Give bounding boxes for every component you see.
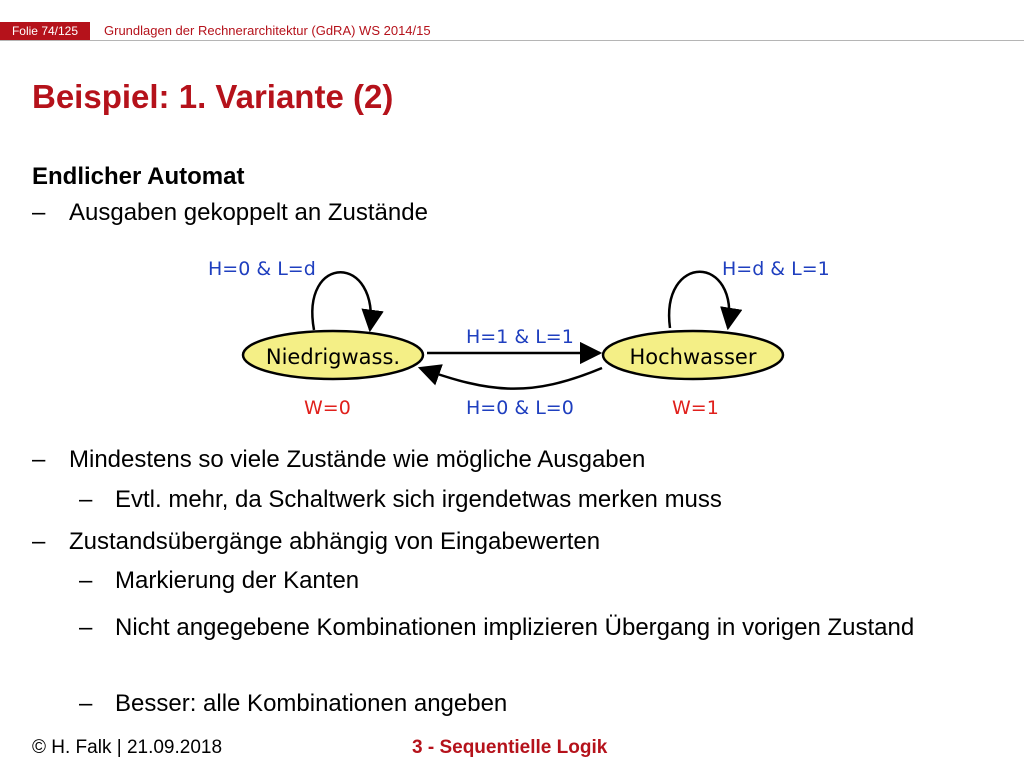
state-node-niedrigwass	[241, 329, 425, 381]
output-label-hoch: W=1	[672, 397, 719, 419]
bullet-text: Evtl. mehr, da Schaltwerk sich irgendetw…	[115, 486, 722, 513]
bullet-text: Zustandsübergänge abhängig von Eingabewe…	[69, 528, 601, 555]
bullet-text: Markierung der Kanten	[115, 567, 360, 594]
subheading: Endlicher Automat	[32, 163, 245, 190]
bullet-unspecified-combinations: – Nicht angegebene Kombinationen implizi…	[79, 607, 965, 649]
state-label-niedrigwass: Niedrigwass.	[266, 345, 400, 369]
bullet-dash: –	[79, 567, 93, 594]
self-loop-label-niedrig: H=0 & L=d	[208, 258, 316, 280]
self-loop-arrow-hoch	[667, 270, 743, 331]
footer-author-date: © H. Falk | 21.09.2018	[32, 737, 223, 758]
state-node-hochwasser	[601, 329, 785, 381]
bullet-transitions: – Zustandsübergänge abhängig von Eingabe…	[32, 527, 989, 557]
self-loop-label-hoch: H=d & L=1	[722, 258, 830, 280]
state-label-hochwasser: Hochwasser	[630, 345, 757, 369]
bullet-dash: –	[79, 690, 93, 717]
bullet-dash: –	[32, 528, 46, 555]
bullet-dash: –	[32, 446, 46, 473]
transition-label-backward: H=0 & L=0	[466, 397, 574, 419]
bullet-dash: –	[79, 614, 93, 641]
course-title: Grundlagen der Rechnerarchitektur (GdRA)…	[104, 23, 431, 38]
bullet-min-states: – Mindestens so viele Zustände wie mögli…	[32, 445, 989, 475]
bullet-text: Nicht angegebene Kombinationen implizier…	[115, 614, 915, 641]
slide-number-badge: Folie 74/125	[0, 22, 90, 40]
transition-arrow-backward	[417, 364, 603, 390]
self-loop-arrow-niedrig	[311, 271, 384, 333]
bullet-text: Besser: alle Kombinationen angeben	[115, 690, 508, 717]
bullet-text: Ausgaben gekoppelt an Zustände	[69, 199, 428, 226]
bullet-dash: –	[79, 486, 93, 513]
bullet-outputs-coupled: – Ausgaben gekoppelt an Zustände	[32, 198, 989, 228]
bullet-edge-labels: – Markierung der Kanten	[79, 566, 995, 596]
header-bar	[0, 20, 1024, 41]
footer-chapter: 3 - Sequentielle Logik	[412, 737, 608, 758]
slide-title: Beispiel: 1. Variante (2)	[32, 78, 394, 115]
state-diagram: Niedrigwass. Hochwasser H=0 & L=d H=d & …	[208, 258, 830, 419]
transition-label-forward: H=1 & L=1	[466, 326, 574, 348]
bullet-text: Mindestens so viele Zustände wie möglich…	[69, 446, 646, 473]
output-label-niedrig: W=0	[304, 397, 351, 419]
bullet-dash: –	[32, 199, 46, 226]
bullet-all-combinations: – Besser: alle Kombinationen angeben	[79, 689, 995, 719]
bullet-more-states: – Evtl. mehr, da Schaltwerk sich irgende…	[79, 485, 995, 515]
